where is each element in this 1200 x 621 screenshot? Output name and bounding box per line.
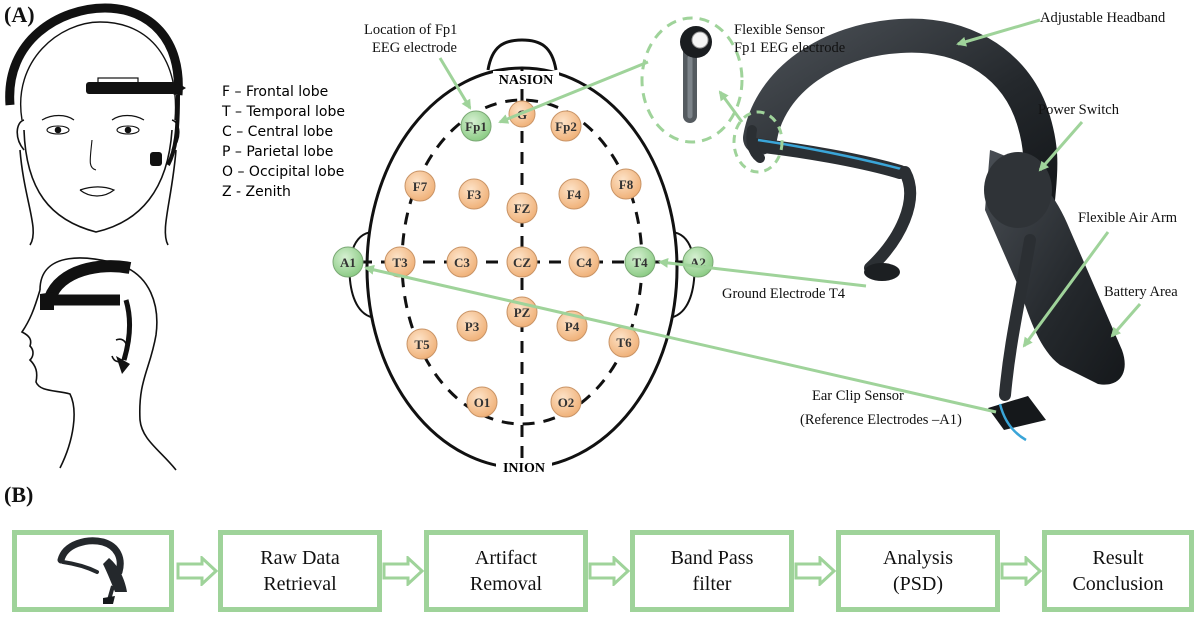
flow-step-raw-data-label: Raw Data Retrieval [260, 547, 340, 595]
callout-fp1-location-line1: Location of Fp1 [364, 22, 457, 38]
callout-ear-clip-line1: Ear Clip Sensor [812, 388, 904, 404]
callout-power-switch-text: Power Switch [1038, 102, 1120, 118]
callout-fp1-location: Location of Fp1 EEG electrode [364, 22, 472, 110]
callout-adjustable-headband-text: Adjustable Headband [1040, 10, 1166, 26]
flow-arrow-4 [794, 556, 836, 586]
flow-step-result: Result Conclusion [1042, 530, 1194, 612]
flow-step-artifact-removal: Artifact Removal [424, 530, 588, 612]
flow-step-analysis: Analysis (PSD) [836, 530, 1000, 612]
panel-a-label: (A) [4, 2, 35, 27]
electrode-t6: T6 [608, 326, 640, 358]
svg-text:CZ: CZ [513, 255, 531, 270]
svg-text:P3: P3 [465, 319, 480, 334]
legend-item-temporal: T – Temporal lobe [221, 104, 345, 120]
callout-adjustable-headband: Adjustable Headband [956, 10, 1166, 47]
flow-step-device [12, 530, 174, 612]
svg-text:T6: T6 [616, 335, 632, 350]
svg-text:PZ: PZ [514, 305, 531, 320]
svg-text:O2: O2 [558, 395, 575, 410]
callout-ground-electrode: Ground Electrode T4 [658, 257, 867, 302]
flow-step-raw-data: Raw Data Retrieval [218, 530, 382, 612]
callout-flexible-air-arm-text: Flexible Air Arm [1078, 210, 1178, 226]
flow-step-band-pass-label: Band Pass filter [670, 547, 754, 595]
svg-text:F4: F4 [567, 187, 582, 202]
svg-text:FZ: FZ [514, 201, 531, 216]
legend-item-central: C – Central lobe [222, 124, 333, 140]
flow-arrow-1 [176, 556, 218, 586]
flow-step-band-pass: Band Pass filter [630, 530, 794, 612]
electrode-o1: O1 [466, 386, 498, 418]
legend-item-zenith: Z - Zenith [222, 184, 291, 200]
front-face-illustration [16, 21, 180, 246]
svg-text:T4: T4 [632, 255, 648, 270]
callout-power-switch: Power Switch [1038, 102, 1120, 172]
electrode-f4: F4 [558, 178, 590, 210]
svg-text:A1: A1 [340, 255, 356, 270]
callout-ear-clip: Ear Clip Sensor (Reference Electrodes –A… [364, 264, 997, 428]
electrode-p4: P4 [556, 310, 588, 342]
mindwave-headset-photo [743, 18, 1125, 442]
svg-text:F8: F8 [619, 177, 634, 192]
svg-text:C4: C4 [576, 255, 592, 270]
flow-arrow-3 [588, 556, 630, 586]
svg-text:F7: F7 [413, 179, 428, 194]
electrode-a2: A2 [682, 246, 714, 278]
callout-flexible-air-arm: Flexible Air Arm [1022, 210, 1178, 348]
svg-text:T3: T3 [392, 255, 408, 270]
headset-thumbnail-icon [57, 537, 127, 604]
electrode-fp1: Fp1 [460, 110, 492, 142]
svg-text:T5: T5 [414, 337, 430, 352]
callout-fp1-location-line2: EEG electrode [372, 40, 457, 56]
electrode-f3: F3 [458, 178, 490, 210]
nasion-label: NASION [499, 73, 553, 88]
electrode-cz: CZ [506, 246, 538, 278]
flow-arrow-5 [1000, 556, 1042, 586]
side-head-illustration [20, 257, 177, 471]
electrode-p3: P3 [456, 310, 488, 342]
callout-flexible-sensor: Flexible Sensor Fp1 EEG electrode [498, 22, 845, 124]
svg-text:Fp2: Fp2 [555, 119, 577, 134]
electrode-o2: O2 [550, 386, 582, 418]
front-headset [5, 3, 186, 166]
electrode-t3: T3 [384, 246, 416, 278]
electrode-fp2: Fp2 [550, 110, 582, 142]
electrode-t5: T5 [406, 328, 438, 360]
lobe-legend: F – Frontal lobe T – Temporal lobe C – C… [221, 84, 345, 200]
electrode-c4: C4 [568, 246, 600, 278]
eeg-head-map: NASION INION Fp1 G Fp2 F7 F3 FZ F4 F8 A1… [332, 38, 714, 476]
callout-flexible-sensor-line2: Fp1 EEG electrode [734, 40, 845, 56]
legend-item-parietal: P – Parietal lobe [222, 144, 333, 160]
svg-text:O1: O1 [474, 395, 491, 410]
electrode-a1: A1 [332, 246, 364, 278]
svg-text:P4: P4 [565, 319, 580, 334]
electrode-f7: F7 [404, 170, 436, 202]
side-headset [40, 260, 133, 374]
callout-flexible-sensor-line1: Flexible Sensor [734, 22, 825, 38]
svg-text:Fp1: Fp1 [465, 119, 487, 134]
electrode-t4: T4 [624, 246, 656, 278]
electrode-fz: FZ [506, 192, 538, 224]
flow-step-result-label: Result Conclusion [1072, 547, 1164, 595]
inion-label: INION [503, 461, 545, 476]
legend-item-frontal: F – Frontal lobe [222, 84, 328, 100]
electrode-c3: C3 [446, 246, 478, 278]
flow-step-analysis-label: Analysis (PSD) [883, 547, 953, 595]
electrode-f8: F8 [610, 168, 642, 200]
callout-ear-clip-line2: (Reference Electrodes –A1) [800, 412, 962, 428]
callout-ground-electrode-text: Ground Electrode T4 [722, 286, 846, 302]
svg-text:F3: F3 [467, 187, 482, 202]
flow-arrow-2 [382, 556, 424, 586]
svg-text:C3: C3 [454, 255, 470, 270]
legend-item-occipital: O – Occipital lobe [222, 164, 344, 180]
panel-b-label: (B) [4, 482, 33, 507]
callout-battery-area-text: Battery Area [1104, 284, 1178, 300]
callout-battery-area: Battery Area [1104, 284, 1178, 338]
flow-step-artifact-removal-label: Artifact Removal [469, 547, 543, 595]
flexible-sensor-zoom [640, 16, 784, 174]
